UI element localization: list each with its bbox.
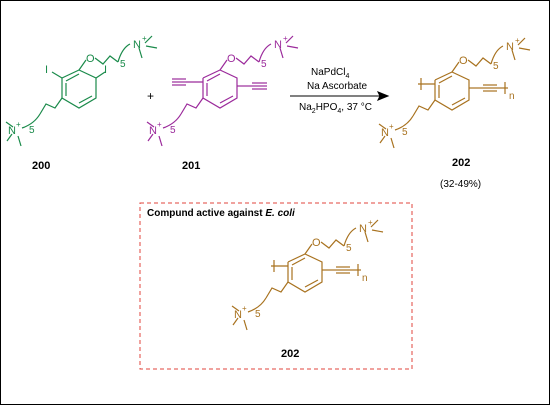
oxygen-atom: O [86, 53, 95, 65]
plus-charge-lower: + [389, 122, 394, 131]
highlight-box [139, 202, 413, 370]
compound-202-structure [378, 37, 531, 149]
compound-label-202: 202 [452, 157, 470, 169]
nitrogen-atom-lower: N [149, 125, 157, 137]
compound-201-structure [146, 35, 299, 147]
oxygen-atom: O [312, 237, 321, 249]
compound-200-atoms: I I O 5 N + N + 5 [8, 34, 147, 137]
compound-200-structure [5, 35, 158, 147]
nitrogen-atom-lower: N [381, 127, 389, 139]
nitrogen-atom-upper: N [274, 39, 282, 51]
plus-charge-upper: + [368, 218, 373, 227]
reaction-arrow [290, 91, 390, 101]
chain-count: 5 [346, 243, 352, 254]
compound-202-atoms: O 5 N + n N + 5 [381, 36, 520, 139]
box-title: Compund active against E. coli [147, 208, 295, 219]
plus-charge-lower: + [242, 304, 247, 313]
oxygen-atom: O [227, 53, 236, 65]
compound-201-atoms: O 5 N + N + 5 [149, 34, 288, 137]
chain-count-lower: 5 [402, 127, 408, 138]
nitrogen-atom-lower: N [8, 125, 16, 137]
compound-202-box-atoms: O 5 N + n N + 5 [234, 218, 373, 321]
reagent-na-ascorbate: Na Ascorbate [307, 81, 367, 92]
repeat-n: n [362, 273, 368, 284]
iodine-atom-right: I [104, 64, 107, 76]
iodine-atom-left: I [45, 64, 48, 76]
plus-sign: + [147, 89, 154, 103]
compound-label-200: 200 [32, 160, 50, 172]
yield-label: (32-49%) [440, 179, 481, 190]
reagent-na2hpo4: Na2HPO4, 37 °C [299, 102, 372, 115]
chain-count-lower: 5 [29, 125, 35, 136]
compound-label-202-box: 202 [281, 348, 299, 360]
plus-charge-upper: + [142, 34, 147, 43]
nitrogen-atom-upper: N [359, 223, 367, 235]
nitrogen-atom-upper: N [133, 39, 141, 51]
plus-charge-upper: + [283, 34, 288, 43]
plus-charge-lower: + [157, 120, 162, 129]
chain-count-lower: 5 [170, 125, 176, 136]
chain-count-lower: 5 [255, 309, 261, 320]
plus-charge-lower: + [16, 120, 21, 129]
oxygen-atom: O [459, 55, 468, 67]
nitrogen-atom-upper: N [506, 41, 514, 53]
plus-charge-upper: + [515, 36, 520, 45]
chain-count: 5 [120, 59, 126, 70]
reagent-napdcl4: NaPdCl4 [311, 67, 349, 80]
chain-count: 5 [493, 61, 499, 72]
repeat-n: n [509, 91, 515, 102]
chain-count: 5 [261, 59, 267, 70]
compound-label-201: 201 [182, 160, 200, 172]
compound-202-box-structure [231, 219, 384, 331]
nitrogen-atom-lower: N [234, 309, 242, 321]
